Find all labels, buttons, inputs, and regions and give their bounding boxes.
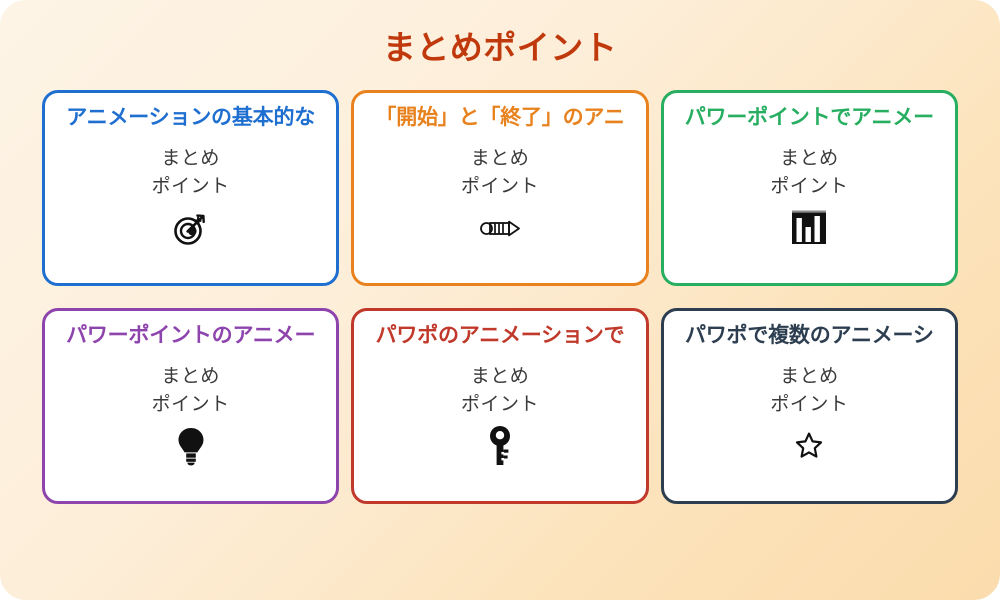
card-body: まとめポイント [461,145,539,202]
card-title: パワーポイントでアニメー [684,105,934,129]
bar-chart-icon [790,206,828,250]
summary-card[interactable]: パワポのアニメーションでまとめポイント [351,307,649,504]
card-title: 「開始」と「終了」のアニ [375,105,625,129]
card-body-line-2: ポイント [460,394,539,416]
star-outline-icon [794,424,824,468]
lightbulb-icon [176,424,206,468]
pencil-icon [477,206,523,250]
card-body-line-1: まとめ [161,365,220,387]
card-body-line-2: ポイント [151,394,230,416]
card-body-line-1: まとめ [470,365,530,387]
card-body-line-1: まとめ [161,147,220,169]
card-title: パワポで複数のアニメーシ [684,323,934,347]
card-body-line-1: まとめ [470,147,530,169]
card-title: アニメーションの基本的な [66,105,316,129]
card-body-line-1: まとめ [780,147,839,169]
target-arrow-icon [171,206,211,250]
summary-card[interactable]: パワーポイントのアニメーまとめポイント [42,307,340,504]
card-body: まとめポイント [152,145,230,202]
card-title: パワーポイントのアニメー [66,323,316,347]
card-body-line-2: ポイント [460,176,539,198]
card-body: まとめポイント [461,363,539,420]
summary-card[interactable]: パワポで複数のアニメーシまとめポイント [660,307,958,504]
card-body: まとめポイント [770,363,848,420]
page-title: まとめポイント [382,29,618,66]
summary-card[interactable]: 「開始」と「終了」のアニまとめポイント [351,89,649,286]
card-body: まとめポイント [152,363,230,420]
card-body: まとめポイント [770,145,848,202]
key-icon [487,424,513,468]
card-body-line-2: ポイント [151,176,230,198]
summary-card[interactable]: パワーポイントでアニメーまとめポイント [660,89,958,286]
card-body-line-1: まとめ [780,365,839,387]
summary-card[interactable]: アニメーションの基本的なまとめポイント [42,89,340,286]
card-title: パワポのアニメーションで [375,323,625,347]
card-body-line-2: ポイント [770,176,849,198]
summary-card-grid: アニメーションの基本的なまとめポイント「開始」と「終了」のアニまとめポイントパワ… [42,89,958,504]
card-body-line-2: ポイント [770,394,849,416]
